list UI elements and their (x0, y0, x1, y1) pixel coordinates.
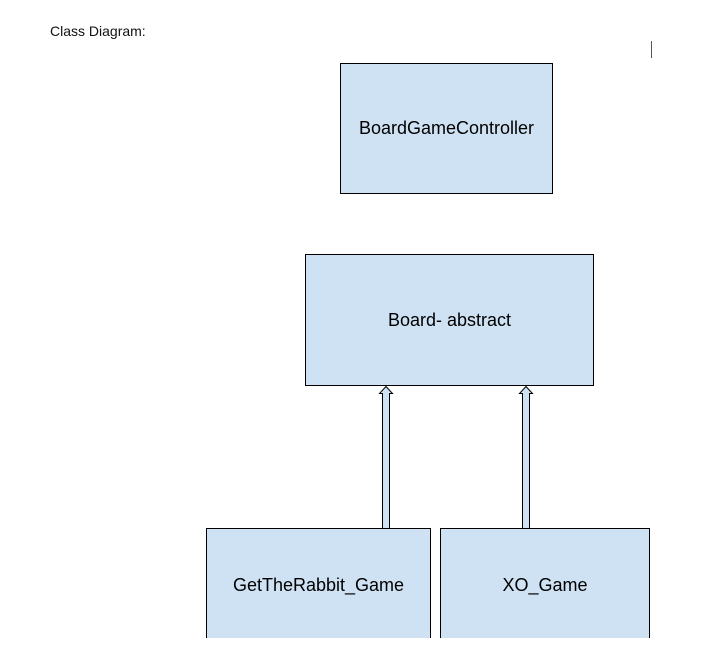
class-board-game-controller[interactable]: BoardGameController (340, 63, 553, 194)
class-xo-game[interactable]: XO_Game (440, 528, 650, 650)
inheritance-arrow-xo-to-board[interactable] (518, 385, 534, 529)
class-label-get-the-rabbit-game: GetTheRabbit_Game (232, 575, 405, 595)
diagram-heading: Class Diagram: (50, 23, 146, 39)
class-label-board-game-controller: BoardGameController (358, 118, 535, 138)
page-crop-edge (0, 638, 716, 664)
class-board-abstract[interactable]: Board- abstract (305, 254, 594, 386)
class-get-the-rabbit-game[interactable]: GetTheRabbit_Game (206, 528, 431, 650)
inheritance-arrow-rabbit-to-board[interactable] (378, 385, 394, 529)
class-label-board-abstract: Board- abstract (387, 309, 512, 330)
text-cursor (651, 41, 652, 58)
class-label-xo-game: XO_Game (502, 575, 588, 595)
